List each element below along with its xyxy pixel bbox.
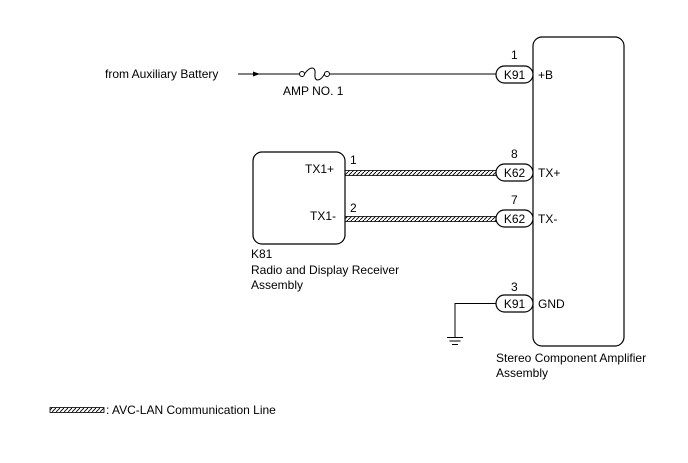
receiver-pin-1: 1 <box>350 153 357 167</box>
amp-terminal-gnd: GND <box>538 297 565 311</box>
ground-icon <box>447 337 463 345</box>
receiver-terminal-tx1plus: TX1+ <box>305 162 334 176</box>
connector-k91-plusb <box>495 65 534 84</box>
connector-k62-txminus-label: K62 <box>504 212 526 226</box>
connector-k62-txminus <box>495 209 534 228</box>
amp-pin-7: 7 <box>511 193 518 207</box>
fuse-label: AMP NO. 1 <box>283 84 344 98</box>
connector-k62-txplus-label: K62 <box>504 166 526 180</box>
amplifier-name-line1: Stereo Component Amplifier <box>496 351 646 365</box>
amp-pin-1: 1 <box>511 48 518 62</box>
avc-lan-line-tx-minus <box>344 216 497 222</box>
receiver-code: K81 <box>251 247 273 261</box>
power-arrow-icon <box>253 71 260 77</box>
power-source-label: from Auxiliary Battery <box>105 67 218 81</box>
amp-pin-8: 8 <box>511 147 518 161</box>
amp-terminal-txplus: TX+ <box>538 166 560 180</box>
receiver-name-line1: Radio and Display Receiver <box>251 263 399 277</box>
fuse-icon <box>299 67 330 81</box>
legend-text: : AVC-LAN Communication Line <box>106 403 276 417</box>
connector-k91-gnd-label: K91 <box>504 297 526 311</box>
amp-terminal-txminus: TX- <box>538 212 557 226</box>
amplifier-box <box>532 36 625 347</box>
avc-lan-line-tx-plus <box>344 170 497 176</box>
receiver-pin-2: 2 <box>350 201 357 215</box>
connector-k91-plusb-label: K91 <box>504 68 526 82</box>
receiver-box <box>252 151 346 245</box>
amplifier-name-line2: Assembly <box>496 366 548 380</box>
connector-k62-txplus <box>495 163 534 182</box>
amp-pin-3: 3 <box>511 280 518 294</box>
receiver-name-line2: Assembly <box>251 278 303 292</box>
receiver-terminal-tx1minus: TX1- <box>310 209 336 223</box>
amp-terminal-plusb: +B <box>538 68 553 82</box>
ground-wire <box>454 303 496 337</box>
legend-hatch-sample <box>49 407 105 413</box>
